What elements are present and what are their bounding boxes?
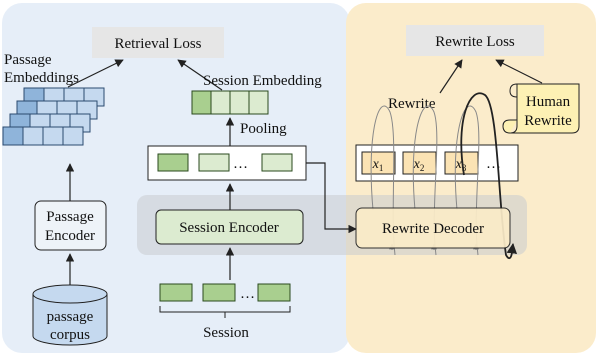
- encoder-output-ellipsis: …: [233, 156, 248, 172]
- passage-corpus-cylinder: [32, 284, 108, 346]
- retrieval-loss-box: [92, 27, 224, 58]
- arrow-embeddings-to-loss: [67, 59, 124, 88]
- session-encoder-label: Session Encoder: [179, 220, 279, 236]
- token-3-label: x3: [455, 157, 467, 173]
- corpus-label-1: passage: [47, 309, 94, 325]
- pooling-label: Pooling: [240, 121, 287, 137]
- passage-embeddings-label-1: Passage: [4, 52, 52, 68]
- token-2: x2: [402, 151, 437, 175]
- passage-encoder-label-1: Passage: [46, 209, 94, 225]
- session-token-1: [159, 283, 193, 302]
- session-token-ellipsis: …: [240, 286, 255, 302]
- human-rewrite-label-1: Human: [526, 94, 571, 110]
- passage-encoder-label-2: Encoder: [45, 228, 95, 244]
- human-rewrite-scroll: [502, 83, 580, 134]
- session-embedding-vector: [191, 90, 269, 115]
- session-embedding-label: Session Embedding: [203, 73, 322, 89]
- arrow-output-to-decoder: [306, 162, 357, 234]
- session-bracket: [159, 306, 291, 318]
- token-1-label: x1: [372, 157, 384, 173]
- arrow-session-to-loss: [177, 59, 223, 91]
- encoder-output-cell-2: [198, 153, 230, 172]
- encoder-output-cell-1: [157, 153, 189, 172]
- session-token-2: [202, 283, 236, 302]
- token-2-label: x2: [413, 157, 425, 173]
- retrieval-loss-label: Retrieval Loss: [114, 36, 201, 52]
- session-label: Session: [203, 325, 249, 341]
- rewrite-decoder-label: Rewrite Decoder: [382, 221, 484, 237]
- session-token-3: [257, 283, 291, 302]
- passage-embeddings-label-2: Embeddings: [4, 70, 79, 86]
- encoder-output-cell-3: [261, 153, 293, 172]
- arrow-human-to-loss: [495, 59, 543, 84]
- passage-embedding-stack: [2, 87, 105, 146]
- rewrite-label: Rewrite: [388, 96, 436, 112]
- autoregressive-loops: [370, 92, 518, 259]
- arrow-rewrite-to-loss: [439, 59, 463, 94]
- corpus-label-2: corpus: [50, 327, 90, 343]
- session-encoder-box: [155, 209, 304, 245]
- token-1: x1: [361, 151, 396, 175]
- human-rewrite-label-2: Rewrite: [524, 113, 572, 129]
- rewrite-loss-box: [406, 25, 544, 56]
- rewrite-loss-label: Rewrite Loss: [435, 34, 515, 50]
- rewrite-decoder-box: [355, 207, 511, 249]
